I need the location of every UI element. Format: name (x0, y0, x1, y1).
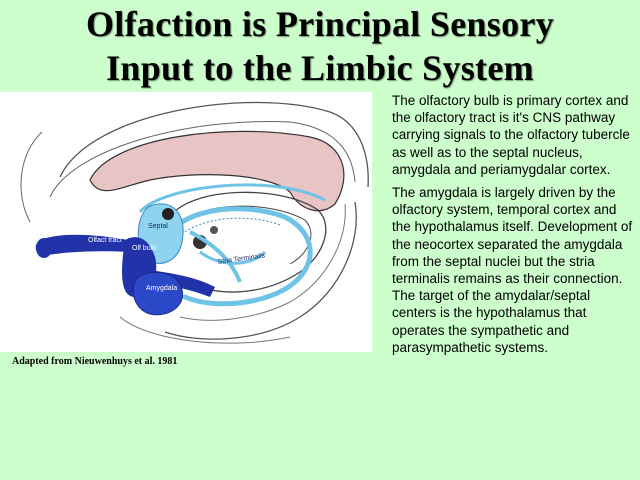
mammillary-tract (199, 250, 267, 265)
paragraph-olfactory-bulb: The olfactory bulb is primary cortex and… (392, 93, 630, 177)
stria-terminalis-path (162, 206, 313, 307)
hypothalamic-tract (189, 230, 242, 283)
stria-dots (169, 217, 281, 251)
title-line-2: Input to the Limbic System (106, 48, 534, 88)
cortex-outline (49, 121, 356, 198)
lower-outline (119, 316, 291, 344)
slide-title: Olfaction is Principal Sensory Input to … (0, 2, 640, 90)
hypothalamic-dot (210, 226, 218, 234)
septal-label: Septal (148, 223, 168, 230)
figure-caption: Adapted from Nieuwenhuys et al. 1981 (12, 356, 178, 367)
hemisphere-outline (59, 101, 369, 188)
temporal-inner-outline (179, 203, 346, 321)
limbic-system-illustration: Olfact tract Olf bulb Septal Stria Termi… (20, 101, 369, 344)
explanation-text: The olfactory bulb is primary cortex and… (392, 92, 634, 362)
corpus-callosum (89, 130, 345, 212)
temporal-outline (164, 201, 357, 340)
olfactory-bulb-shape (36, 238, 52, 258)
olfactory-tract-shape (35, 234, 130, 256)
title-line-1: Olfaction is Principal Sensory (86, 4, 554, 44)
olfactory-bulb-label: Olf bulb (132, 245, 156, 252)
cingulum-blue (138, 183, 326, 214)
septal-nucleus-dot (162, 208, 174, 220)
frontal-outline (20, 131, 43, 223)
fornix-arc (169, 191, 327, 293)
amygdala-label: Amygdala (146, 285, 177, 292)
amygdala-shape (132, 271, 184, 316)
olfactory-tract-label: Olfact tract (88, 237, 122, 244)
paragraph-amygdala: The amygdala is largely driven by the ol… (392, 185, 633, 355)
brain-diagram: Olfact tract Olf bulb Septal Stria Termi… (0, 92, 372, 352)
